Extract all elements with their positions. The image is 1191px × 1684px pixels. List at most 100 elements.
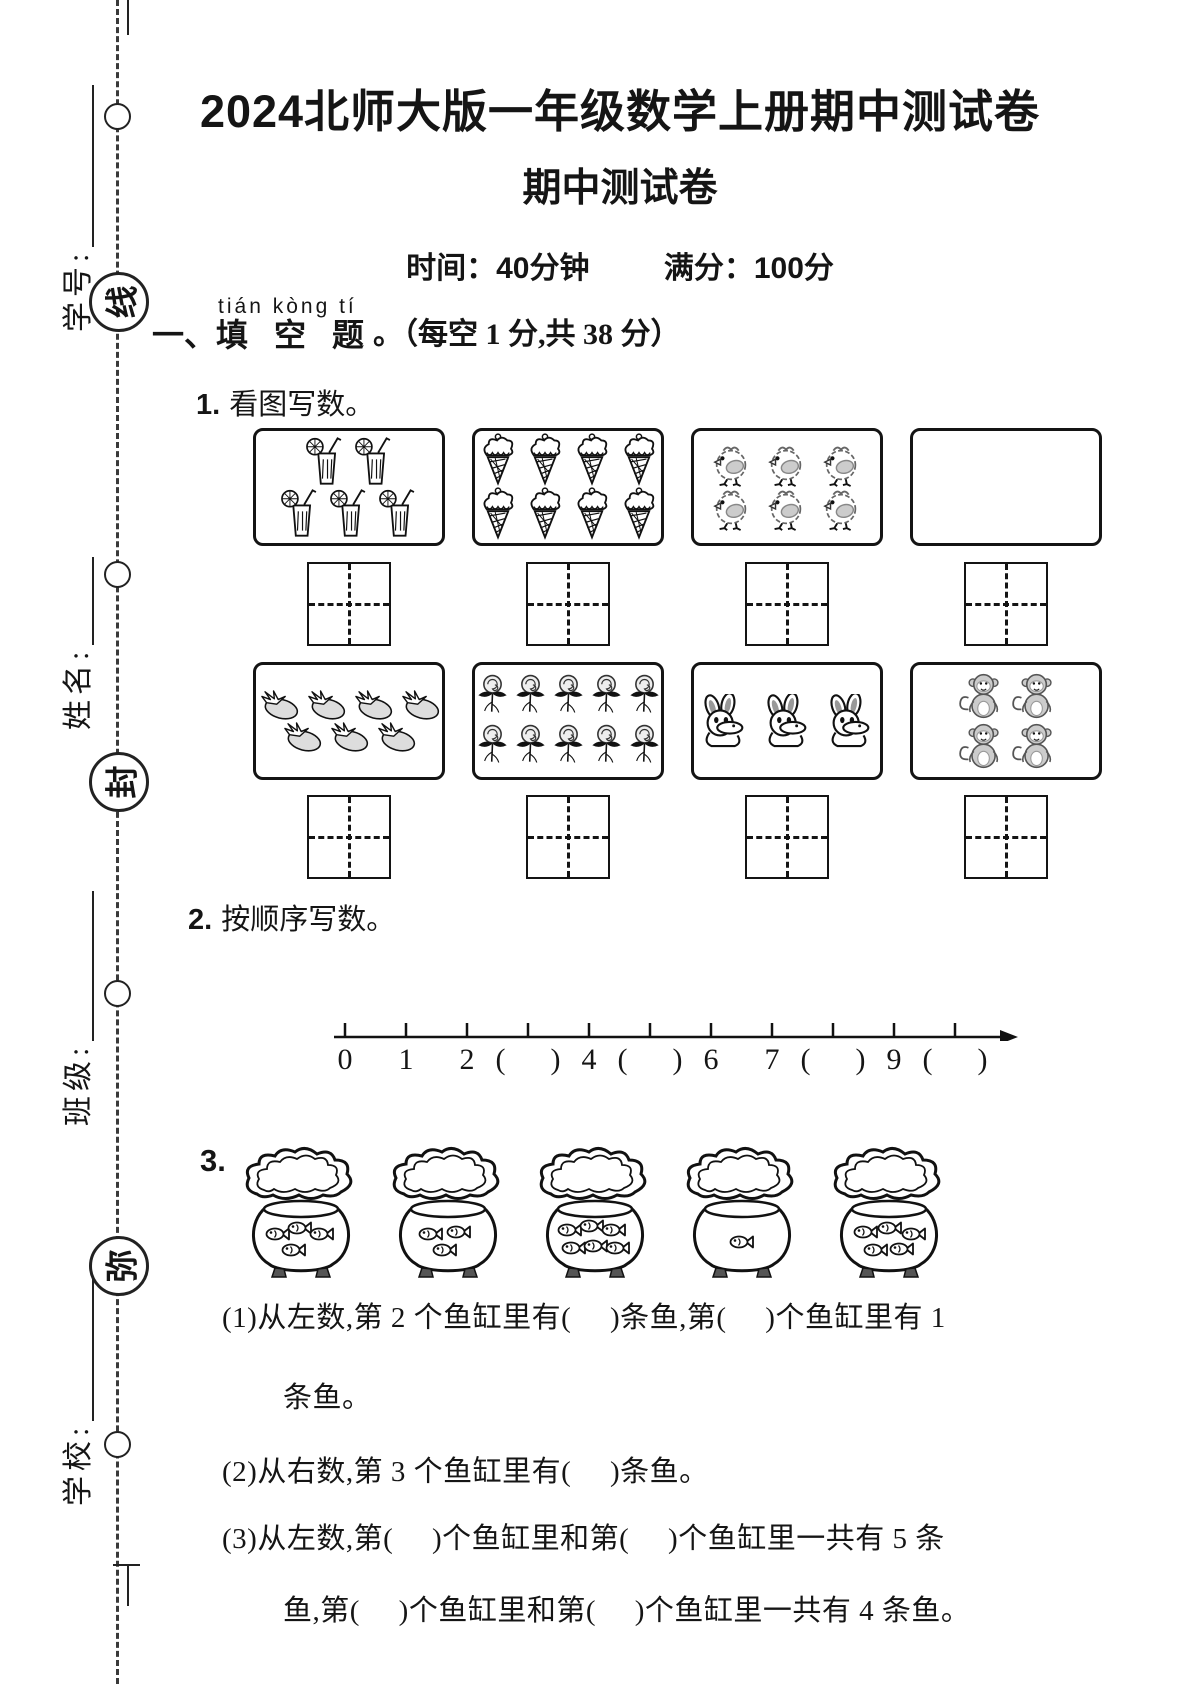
eggplant-icon: [328, 721, 370, 753]
number-line-axis: [334, 1023, 1018, 1044]
answer-grid-row-2: [253, 795, 1102, 879]
answer-grid: [307, 795, 391, 879]
binding-dot: [104, 103, 131, 130]
answer-grid: [964, 562, 1048, 646]
question1-prompt: 看图写数。: [229, 389, 375, 421]
fishbowl-icon: [535, 1146, 655, 1281]
fish-icon: [605, 1241, 630, 1255]
flower-icon: [476, 721, 509, 771]
icecream-icon: [524, 487, 566, 541]
fish-icon: [265, 1227, 290, 1241]
picture-box-chicks: [691, 428, 883, 546]
name-label: 姓名:: [62, 646, 95, 730]
fill-in-line: [56, 890, 94, 1041]
chick-icon: [817, 487, 867, 531]
number-line-label: ( ): [617, 1043, 683, 1076]
drink-icon: [278, 487, 322, 539]
student-id-label: 学号:: [62, 248, 95, 332]
answer-grid: [745, 562, 829, 646]
fish-icon: [309, 1227, 334, 1241]
answer-grid-row-1: [253, 562, 1102, 646]
fill-in-line: [56, 556, 94, 645]
picture-box-flowers: [472, 662, 664, 780]
drink-icon: [327, 487, 371, 539]
binding-dot: [104, 980, 131, 1007]
fish-icon: [601, 1223, 626, 1237]
section-number: 一、: [152, 317, 217, 353]
number-line-label: 7: [764, 1043, 780, 1076]
fish-icon: [579, 1219, 604, 1233]
name-field: 姓名:: [52, 556, 95, 730]
question3-line-2: (2)从右数,第 3 个鱼缸里有( )条鱼。: [222, 1456, 709, 1488]
fill-in-line: [56, 1262, 94, 1421]
answer-grid: [526, 562, 610, 646]
fish-icon: [877, 1221, 902, 1235]
fishbowl-icon: [241, 1146, 361, 1281]
binding-dashed-line: [116, 0, 119, 1684]
seal-char-mi: 弥: [89, 1236, 149, 1296]
picture-box-empty: [910, 428, 1102, 546]
paper-title: 2024北师大版一年级数学上册期中测试卷: [199, 86, 1041, 137]
binding-dot: [104, 561, 131, 588]
answer-grid: [745, 795, 829, 879]
question1-label: 1.看图写数。: [196, 381, 374, 423]
flower-icon: [476, 671, 509, 721]
score-label: 满分：100分: [663, 252, 834, 285]
number-line-label: ( ): [922, 1043, 988, 1076]
section-score-note: 。（每空 1 分,共 38 分）: [373, 318, 681, 352]
student-id-field: 学号:: [52, 84, 95, 332]
fish-icon: [583, 1239, 608, 1253]
eggplant-icon: [375, 721, 417, 753]
flower-icon: [590, 721, 623, 771]
number-line-label: 4: [581, 1043, 597, 1076]
question2-number: 2.: [188, 904, 213, 936]
chick-icon: [707, 443, 757, 487]
fish-icon: [557, 1223, 582, 1237]
flower-icon: [552, 721, 585, 771]
rabbit-icon: [695, 694, 753, 748]
fishbowl-icon: [829, 1146, 949, 1281]
icecream-icon: [618, 487, 660, 541]
exam-info: 时间：40分钟 满分：100分: [140, 243, 1100, 287]
corner-mark-bottom-bar: [113, 1564, 140, 1566]
eggplant-icon: [281, 721, 323, 753]
fish-icon: [901, 1227, 926, 1241]
flower-icon: [514, 721, 547, 771]
school-field: 学校:: [52, 1262, 95, 1506]
fishbowl-icon: [682, 1146, 802, 1281]
flower-icon: [514, 671, 547, 721]
fishbowl-icon: [388, 1146, 508, 1281]
picture-box-icecream: [472, 428, 664, 546]
number-line-label: 6: [703, 1043, 719, 1076]
corner-mark-bottom: [127, 1564, 129, 1606]
fish-icon: [446, 1225, 471, 1239]
number-line-label: ( ): [800, 1043, 866, 1076]
monkey-icon: [1009, 671, 1057, 721]
heading-with-pinyin: tián kòng tí 填 空 题: [216, 296, 373, 354]
fish-icon: [889, 1242, 914, 1256]
pinyin-annotation: tián kòng tí: [218, 295, 357, 318]
seal-char-label: 封: [105, 765, 141, 799]
icecream-icon: [618, 433, 660, 487]
question3-line-3-cont: 鱼,第( )个鱼缸里和第( )个鱼缸里一共有 4 条鱼。: [283, 1595, 971, 1627]
question2-prompt: 按顺序写数。: [221, 904, 396, 936]
icecream-icon: [477, 433, 519, 487]
seal-char-line: 线: [89, 272, 149, 332]
question3-line-3: (3)从左数,第( )个鱼缸里和第( )个鱼缸里一共有 5 条: [222, 1523, 945, 1555]
school-label: 学校:: [62, 1422, 95, 1506]
fishbowl-row: [241, 1146, 949, 1281]
picture-row-1: [253, 428, 1102, 546]
chick-icon: [707, 487, 757, 531]
corner-mark-top: [127, 0, 129, 35]
eggplant-icon: [399, 689, 441, 721]
fill-in-line: [56, 84, 94, 247]
number-line-label: 9: [886, 1043, 902, 1076]
chick-icon: [762, 487, 812, 531]
question3-line-1: (1)从左数,第 2 个鱼缸里有( )条鱼,第( )个鱼缸里有 1: [222, 1302, 946, 1334]
eggplant-icon: [305, 689, 347, 721]
fish-icon: [561, 1241, 586, 1255]
fish-icon: [729, 1235, 754, 1249]
picture-box-rabbits: [691, 662, 883, 780]
